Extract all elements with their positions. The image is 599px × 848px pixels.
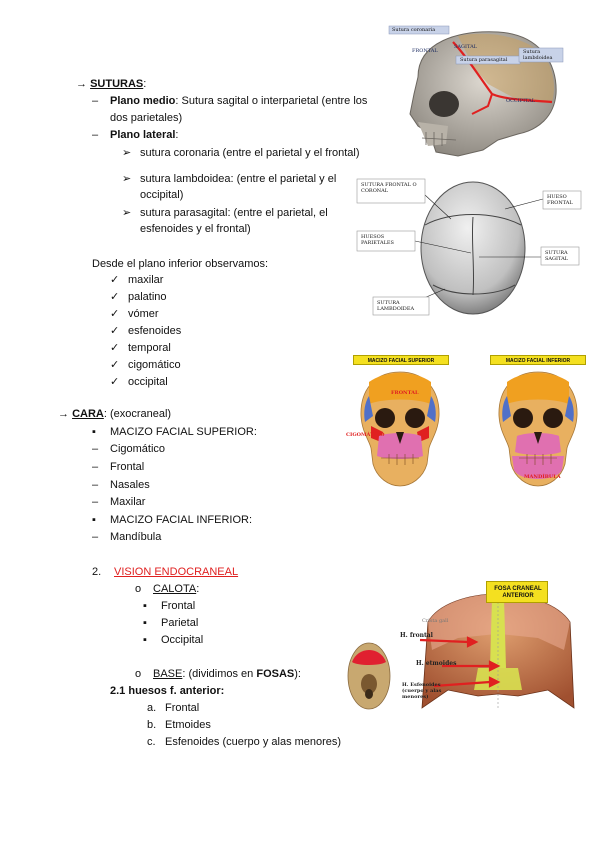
fig-label: FRONTAL (391, 390, 419, 396)
lateral-skull-figure: Sutura coronaria FRONTAL SAGITAL Sutura … (388, 22, 566, 162)
fig-label: H. etmoides (416, 660, 457, 667)
cara-item: ▪MACIZO FACIAL SUPERIOR: (92, 426, 257, 438)
plano-lateral-line: –Plano lateral: (92, 129, 179, 141)
plano-medio-label: Plano medio (110, 95, 176, 107)
facial-inferior-image (498, 371, 578, 487)
fig-label: Sutura lambdoidea (523, 49, 553, 61)
fig-label: SUTURA FRONTAL O CORONAL (361, 182, 417, 194)
fig-label: HUESOS PARIETALES (361, 234, 394, 246)
fig-label: CIGOMÁTICO (346, 432, 385, 438)
check-icon: ✓ (110, 342, 120, 354)
check-icon: ✓ (110, 291, 120, 303)
fig-label: H. frontal (400, 632, 433, 639)
fig-label: OCCIPITAL (506, 98, 536, 104)
square-bullet-icon: ▪ (143, 600, 147, 612)
inferior-item: ✓occipital (110, 374, 168, 391)
fig-label: Sutura parasagital (460, 57, 508, 63)
cara-item: ▪MACIZO FACIAL INFERIOR: (92, 514, 252, 526)
facial-superior-image (360, 371, 440, 487)
fig-label: HUESO FRONTAL (547, 194, 573, 206)
fig-label: SAGITAL (454, 44, 477, 50)
facial-inferior-figure: MACIZO FACIAL INFERIOR MANDÍBULA (486, 352, 590, 490)
calota-item: ▪Parietal (143, 615, 198, 632)
calota-item: ▪Occipital (143, 632, 203, 649)
arrowhead-bullet-icon: ➢ (122, 173, 132, 185)
suturas-heading: SUTURAS (90, 78, 144, 90)
cara-heading: CARA (72, 408, 104, 420)
inferior-item: ✓vómer (110, 306, 159, 323)
cara-item: –Frontal (92, 461, 145, 473)
lateral-skull-image (388, 25, 564, 157)
plano-medio-text: : Sutura sagital o interparietal (entre … (175, 95, 368, 107)
figure-title-box: MACIZO FACIAL INFERIOR (490, 355, 586, 365)
fig-label: SUTURA SAGITAL (545, 250, 568, 262)
arrowhead-bullet-icon: ➢ (122, 207, 132, 219)
cara-item: –Cigomático (92, 443, 166, 455)
sutura-item-cont: occipital) (140, 189, 184, 201)
fig-label: H. Esfenoides (cuerpo y alas menores) (402, 682, 442, 700)
vision-heading: VISION ENDOCRANEAL (114, 566, 239, 578)
suturas-heading-line: → SUTURAS: (76, 78, 147, 90)
cara-item: –Mandíbula (92, 531, 162, 543)
sub-item: a.Frontal (147, 702, 200, 714)
fig-label: Crista gall (422, 618, 449, 624)
check-icon: ✓ (110, 308, 120, 320)
figure-title-box: MACIZO FACIAL SUPERIOR (353, 355, 449, 365)
figure-title-box: FOSA CRANEAL ANTERIOR (486, 581, 548, 603)
fosa-anterior-image (419, 586, 575, 710)
check-icon: ✓ (110, 376, 120, 388)
top-skull-figure: SUTURA FRONTAL O CORONAL HUESO FRONTAL H… (355, 173, 583, 323)
skull-base-small-figure (346, 640, 392, 712)
check-icon: ✓ (110, 274, 120, 286)
top-skull-image (356, 178, 582, 316)
cara-heading-line: → CARA: (exocraneal) (58, 408, 172, 420)
vision-heading-line: 2.VISION ENDOCRANEAL (92, 566, 239, 578)
check-icon: ✓ (110, 325, 120, 337)
check-icon: ✓ (110, 359, 120, 371)
facial-superior-figure: MACIZO FACIAL SUPERIOR FRONTAL CIGOMÁTIC… (345, 352, 455, 490)
arrow-right-icon: → (58, 408, 69, 420)
plano-medio-line2: dos parietales) (110, 112, 183, 124)
fig-label: SUTURA LAMBDOIDEA (377, 300, 415, 312)
inferior-item: ✓maxilar (110, 272, 163, 289)
skull-base-small-image (347, 642, 391, 710)
arrowhead-bullet-icon: ➢ (122, 147, 132, 159)
fig-label: MANDÍBULA (524, 474, 561, 480)
cara-item: –Maxilar (92, 496, 146, 508)
inferior-item: ✓temporal (110, 340, 171, 357)
sutura-item: ➢sutura parasagital: (entre el parietal,… (122, 205, 328, 222)
fig-label: FRONTAL (412, 48, 438, 54)
sub-item: b.Etmoides (147, 719, 211, 731)
cara-item: –Nasales (92, 479, 150, 491)
calota-item: ▪Frontal (143, 598, 195, 615)
plano-medio-line: –Plano medio: Sutura sagital o interpari… (92, 95, 368, 107)
sutura-item: ➢sutura coronaria (entre el parietal y e… (122, 145, 360, 162)
square-bullet-icon: ▪ (143, 634, 147, 646)
sutura-item: ➢sutura lambdoidea: (entre el parietal y… (122, 171, 336, 188)
inferior-item: ✓esfenoides (110, 323, 181, 340)
square-bullet-icon: ▪ (143, 617, 147, 629)
inferior-item: ✓palatino (110, 289, 167, 306)
inferior-item: ✓cigomático (110, 357, 181, 374)
plano-lateral-label: Plano lateral (110, 129, 176, 141)
sub-item: c.Esfenoides (cuerpo y alas menores) (147, 736, 342, 748)
fosa-anterior-figure: FOSA CRANEAL ANTERIOR Crista gall H. fro… (398, 578, 582, 718)
sutura-item-cont: esfenoides y el frontal) (140, 223, 251, 235)
inferior-intro: Desde el plano inferior observamos: (92, 258, 269, 270)
sub-heading: 2.1 huesos f. anterior: (110, 685, 225, 697)
fig-label: Sutura coronaria (392, 27, 436, 33)
arrow-right-icon: → (76, 78, 87, 90)
